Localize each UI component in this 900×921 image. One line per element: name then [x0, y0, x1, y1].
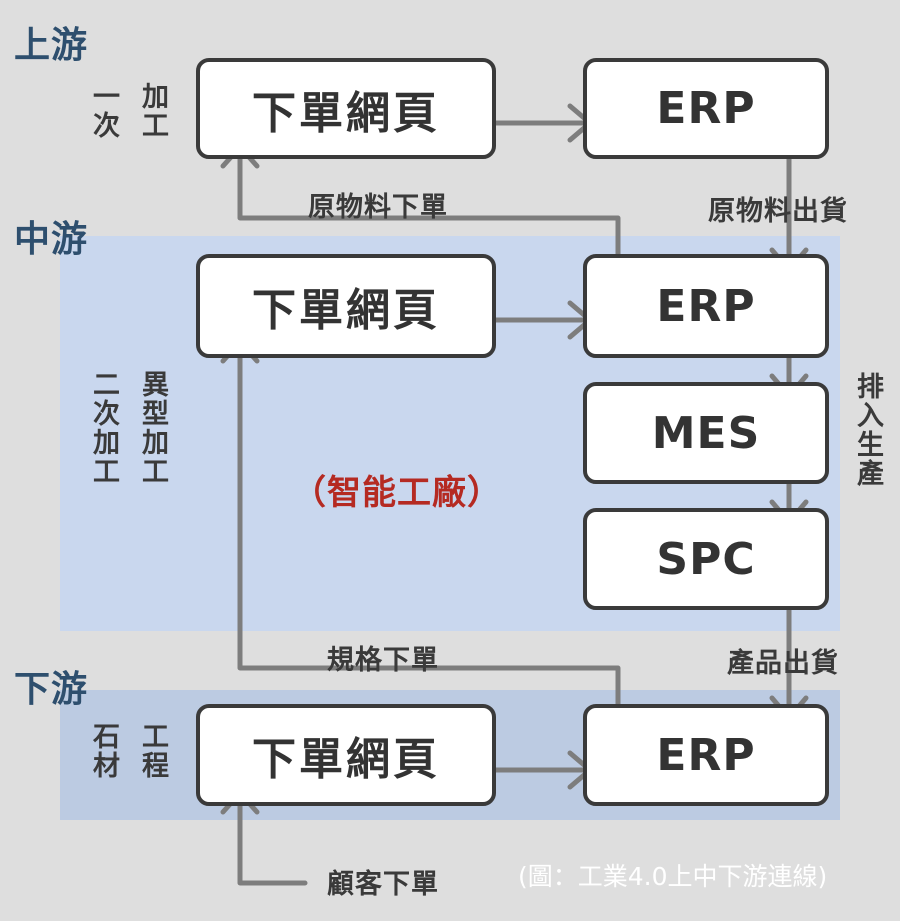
mes-box: MES — [583, 382, 829, 484]
spec-order-label: 規格下單 — [327, 645, 439, 676]
upstream-order-page-box: 下單網頁 — [196, 58, 496, 159]
figure-caption: (圖：工業4.0上中下游連線) — [518, 862, 828, 891]
downstream-order-page-box: 下單網頁 — [196, 704, 496, 806]
smart-factory-label: （智能工廠） — [292, 473, 502, 513]
customer-order-label: 顧客下單 — [327, 869, 439, 900]
midstream-erp-box: ERP — [583, 254, 829, 358]
downstream-process-col1: 工程 — [137, 722, 169, 780]
downstream-erp-box: ERP — [583, 704, 829, 806]
upstream-title: 上游 — [14, 25, 89, 66]
downstream-title: 下游 — [14, 669, 89, 710]
downstream-process-col2: 石材 — [88, 722, 120, 780]
raw-material-order-label: 原物料下單 — [308, 192, 448, 223]
raw-material-ship-label: 原物料出貨 — [708, 196, 848, 227]
upstream-process-col2: 一次 — [88, 82, 120, 140]
schedule-production-label: 排入生產 — [852, 372, 884, 488]
upstream-erp-box: ERP — [583, 58, 829, 159]
midstream-order-page-box: 下單網頁 — [196, 254, 496, 358]
product-ship-label: 產品出貨 — [727, 648, 839, 679]
midstream-title: 中游 — [14, 219, 89, 260]
spc-box: SPC — [583, 508, 829, 610]
midstream-process-col1: 異型加工 — [137, 370, 169, 486]
upstream-process-col1: 加工 — [137, 82, 169, 140]
midstream-process-col2: 二次加工 — [88, 370, 120, 486]
